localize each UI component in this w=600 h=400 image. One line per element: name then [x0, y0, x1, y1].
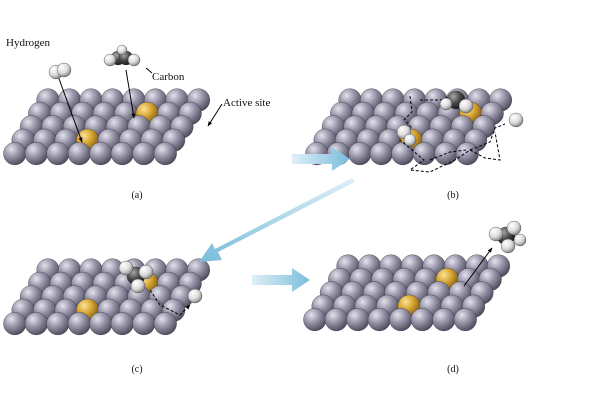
active-site-pointer-line — [207, 103, 223, 127]
panel-b — [305, 88, 524, 173]
surface-atom — [346, 308, 370, 332]
hydrogen-atom — [458, 98, 474, 114]
hydrogen-atom — [508, 112, 524, 128]
surface-atom — [24, 142, 48, 166]
desorption-arrow — [463, 247, 493, 287]
surface-atom — [153, 142, 177, 166]
surface-atom — [89, 312, 113, 336]
hydrogen-atom — [138, 264, 154, 280]
surface-atom — [132, 312, 156, 336]
surface-atom — [110, 312, 134, 336]
surface-atom — [24, 312, 48, 336]
carbon-pointer-line — [125, 69, 136, 119]
surface-atom — [89, 142, 113, 166]
surface-atom — [348, 142, 372, 166]
hydrogen-atom — [403, 133, 417, 147]
surface-atom — [46, 312, 70, 336]
active-site-label: Active site — [223, 97, 271, 109]
surface-atom — [324, 308, 348, 332]
surface-atom — [369, 142, 393, 166]
surface-atom — [3, 142, 27, 166]
surface-atom — [46, 142, 70, 166]
hydrogen-pointer-line — [57, 75, 83, 143]
hydrogen-atom — [500, 238, 516, 254]
hydrogen-atom — [439, 97, 453, 111]
surface-atom — [132, 142, 156, 166]
arrow-right-icon — [252, 268, 310, 292]
arrow-right-icon — [292, 147, 350, 171]
caption-b: (b) — [447, 190, 459, 201]
carbon-label-line — [145, 67, 153, 74]
surface-atom — [410, 308, 434, 332]
surface-atom — [153, 312, 177, 336]
arrow-diagonal-icon — [199, 178, 355, 262]
hydrogen-path-3 — [429, 149, 467, 161]
panel-c — [3, 258, 210, 336]
hydrogen-atom — [116, 44, 128, 56]
caption-a: (a) — [131, 190, 143, 201]
surface-atom — [367, 308, 391, 332]
hydrogen-atom — [513, 233, 527, 247]
panel-d — [303, 220, 527, 332]
hydrogen-path — [149, 289, 191, 316]
hydrogen-path-2 — [469, 131, 501, 161]
surface-atom — [3, 312, 27, 336]
hydrogen-atom — [488, 226, 504, 242]
hydrogen-atom — [506, 220, 522, 236]
surface-atom — [453, 308, 477, 332]
hydrogen-atom — [118, 260, 134, 276]
hydrogen-atom — [103, 53, 117, 67]
surface-atom — [110, 142, 134, 166]
caption-d: (d) — [447, 364, 459, 375]
surface-atom — [389, 308, 413, 332]
panel-a — [3, 44, 223, 166]
surface-atom — [67, 142, 91, 166]
surface-atom — [432, 308, 456, 332]
hydrogen-label: Hydrogen — [6, 37, 50, 49]
hydrogen-path — [399, 95, 506, 173]
hydrogen-atom — [187, 288, 203, 304]
surface-atom — [303, 308, 327, 332]
caption-c: (c) — [131, 364, 143, 375]
carbon-label: Carbon — [152, 71, 185, 83]
surface-atom — [455, 142, 479, 166]
hydrogen-atom — [130, 278, 146, 294]
hydrogen-atom — [56, 62, 72, 78]
hydrogen-atom — [127, 53, 141, 67]
surface-atom — [67, 312, 91, 336]
